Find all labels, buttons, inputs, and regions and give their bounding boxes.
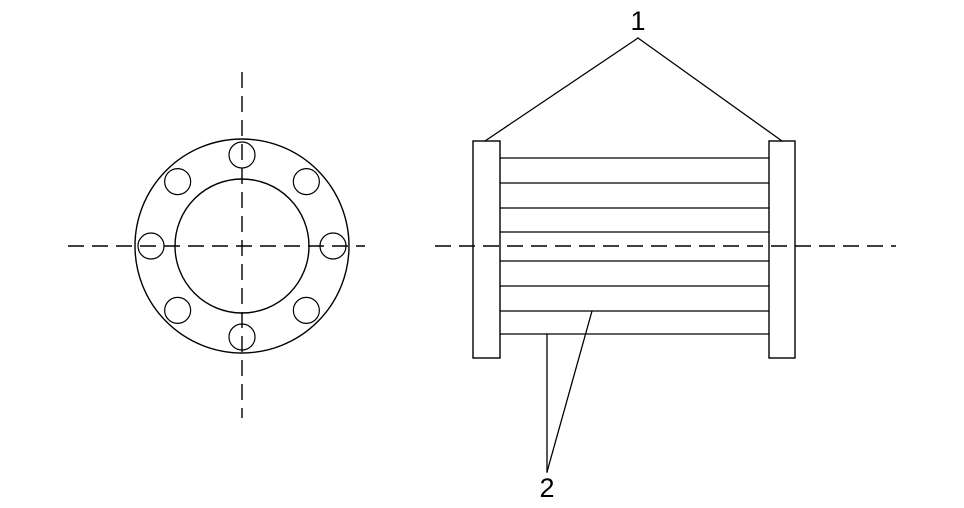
side-view-tube-bundle <box>435 140 896 359</box>
flange-bolt-hole <box>228 141 256 169</box>
flange-bolt-hole-group <box>137 141 347 351</box>
callout-2: 2 <box>539 310 593 503</box>
flange-bolt-hole <box>319 232 347 260</box>
front-view-flange <box>68 72 365 418</box>
right-tubesheet-plate <box>768 140 796 359</box>
callout-1-leader-left <box>484 37 639 142</box>
left-tubesheet-plate <box>472 140 501 359</box>
callout-2-leader-diagonal <box>546 310 593 473</box>
flange-bolt-hole <box>164 296 192 324</box>
flange-bolt-hole <box>137 232 165 260</box>
flange-bolt-hole <box>228 323 256 351</box>
callout-1: 1 <box>484 6 783 142</box>
tube-line-group <box>499 157 770 335</box>
flange-bolt-hole <box>164 168 192 196</box>
callout-1-label: 1 <box>630 6 645 36</box>
flange-outer-circle <box>134 138 350 354</box>
flange-bolt-hole <box>292 168 320 196</box>
callout-1-leader-right <box>637 37 783 142</box>
flange-inner-bore-circle <box>174 178 310 314</box>
flange-bolt-hole <box>292 296 320 324</box>
callout-2-label: 2 <box>539 473 554 503</box>
